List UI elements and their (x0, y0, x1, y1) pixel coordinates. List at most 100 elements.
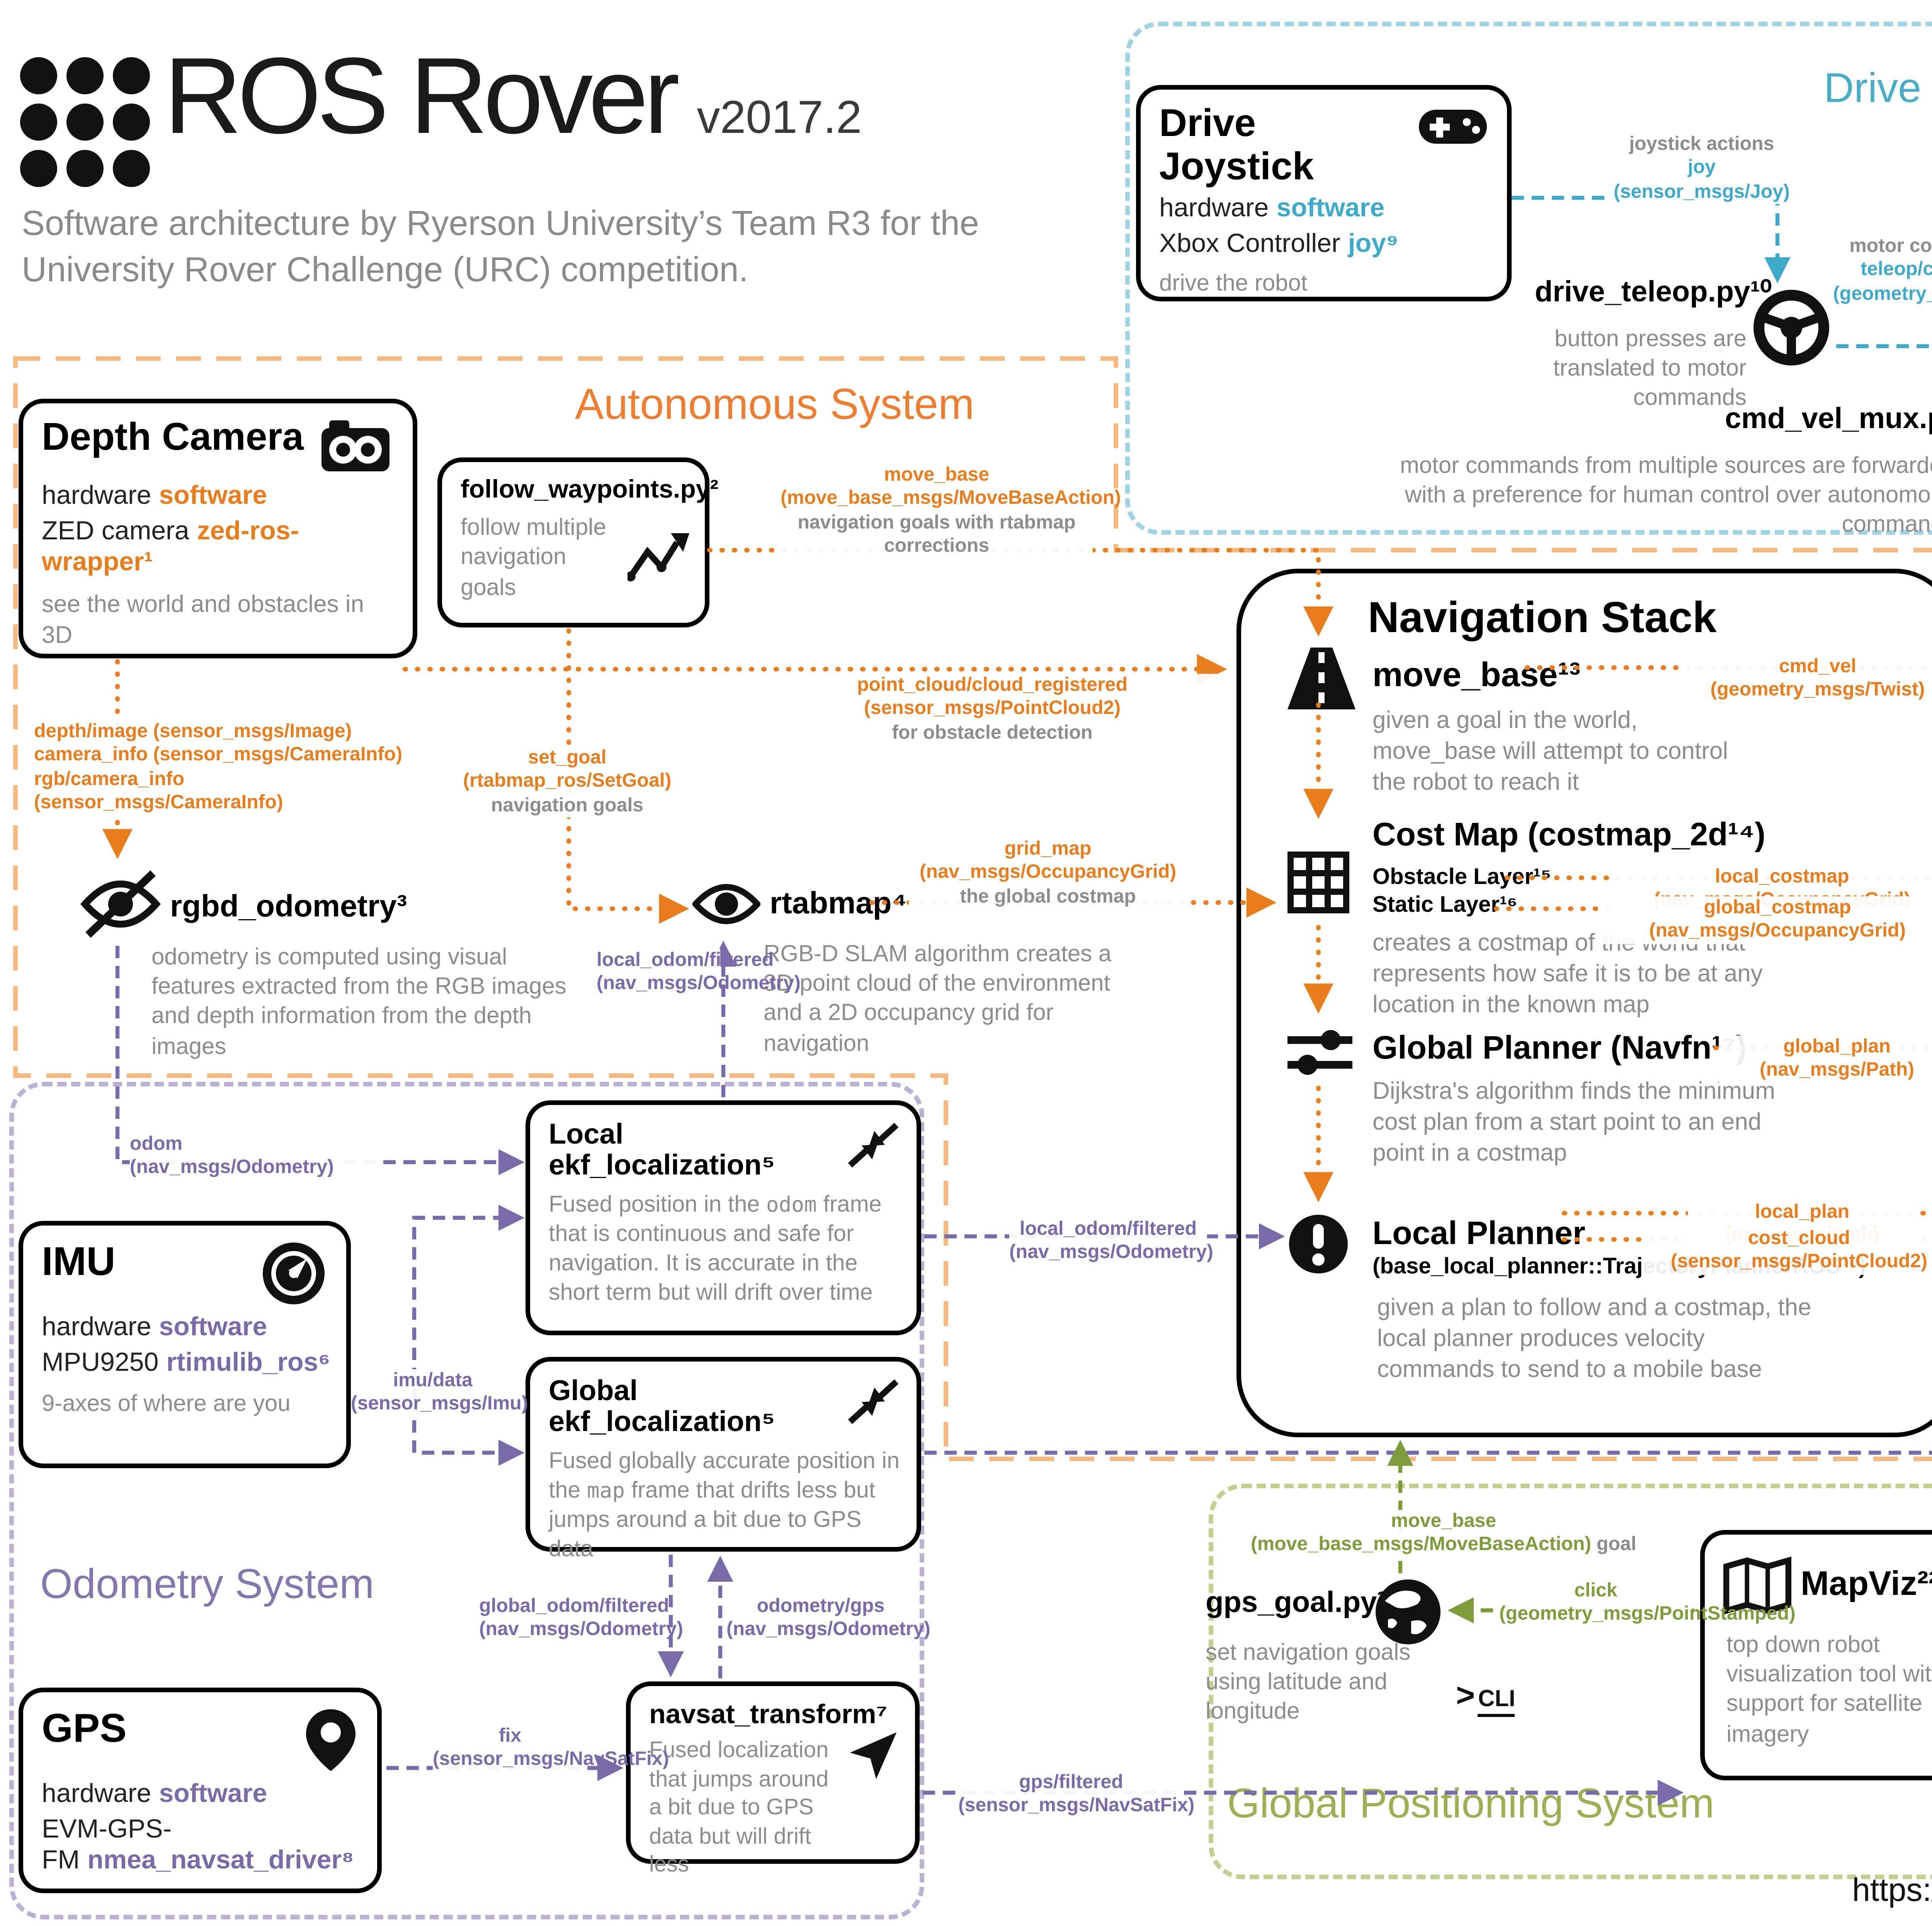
cli-prompt-icon: > CLI (1456, 1678, 1515, 1717)
click-topic-label: click (geometry_msgs/PointStamped) (1499, 1579, 1796, 1627)
waypoints-arrow-icon (626, 530, 689, 583)
cmd-vel-mux-title: cmd_vel_mux.py¹¹ (1725, 403, 1932, 436)
ros-dots-logo-icon (19, 56, 151, 189)
edge-note: motor commands (1849, 235, 1932, 257)
page-title: ROS Rover (164, 36, 680, 156)
section-label-autonomous-system: Autonomous System (575, 380, 975, 428)
global-ekf-node: Global ekf_localization⁵ Fused globally … (526, 1357, 921, 1562)
move-base-goal-topic-label: move_base (move_base_msgs/MoveBaseAction… (1221, 1510, 1666, 1557)
rgbd-odometry-desc: odometry is computed using visual featur… (151, 944, 566, 1060)
edge-topic: grid_map (nav_msgs/OccupancyGrid) (919, 838, 1177, 883)
driver-package-label: rtimulib_ros⁶ (166, 1348, 330, 1377)
point-cloud-topic-label: point_cloud/cloud_registered (sensor_msg… (760, 674, 1224, 745)
obstacle-layer-label: Obstacle Layer¹⁵ (1372, 865, 1551, 890)
edge-note: joystick actions (1629, 133, 1774, 155)
odom-topic-label: odom (nav_msgs/Odometry) (130, 1133, 377, 1180)
navsat-transform-desc: Fused localization that jumps around a b… (649, 1739, 829, 1878)
grid-map-topic-label: grid_map (nav_msgs/OccupancyGrid) the gl… (909, 838, 1187, 908)
local-planner-desc: given a plan to follow and a costmap, th… (1377, 1295, 1811, 1383)
global-costmap-topic-label: global_costmap (nav_msgs/OccupancyGrid) (1600, 896, 1932, 943)
cmd-vel-mux-desc: motor commands from multiple sources are… (1400, 453, 1932, 539)
local-ekf-desc: Fused position in the odom frame that is… (549, 1191, 898, 1308)
sliders-icon (1287, 1025, 1352, 1080)
mapviz-title: MapViz²² (1801, 1564, 1932, 1603)
converging-arrows-icon (845, 1377, 901, 1426)
edge-note: goal (1597, 1533, 1636, 1555)
software-package-label: software (159, 1779, 267, 1808)
drive-teleop-title: drive_teleop.py¹⁰ (1535, 277, 1772, 309)
eye-slash-icon (80, 869, 161, 940)
hardware-label: hardware (42, 1312, 151, 1341)
global-odom-topic-label: global_odom/filtered (nav_msgs/Odometry) (479, 1595, 683, 1642)
navigation-stack-node: Navigation Stack move_base¹³ given a goa… (1236, 569, 1932, 1437)
local-odom-planner-topic-label: local_odom/filtered (nav_msgs/Odometry) (1009, 1218, 1213, 1265)
header: ROS Rover v2017.2 (164, 34, 862, 158)
move-base-title: move_base¹³ (1372, 655, 1581, 694)
stereo-camera-icon (317, 417, 394, 476)
mapviz-node: MapViz²² top down robot visualization to… (1700, 1530, 1932, 1780)
converging-arrows-icon (845, 1120, 901, 1170)
hardware-label: hardware (1159, 193, 1269, 223)
section-drive-system (1125, 22, 1932, 535)
rgbd-odometry-title: rgbd_odometry³ (170, 890, 407, 924)
device-label: MPU9250 (42, 1348, 159, 1377)
driver-package-label: joy⁹ (1348, 229, 1399, 258)
imu-desc: 9-axes of where are you (42, 1391, 291, 1417)
follow-waypoints-desc: follow multiple navigation goals (461, 515, 606, 601)
local-planner-title: Local Planner (1372, 1216, 1585, 1252)
set-goal-topic-label: set_goal (rtabmap_ros/SetGoal) navigatio… (434, 746, 700, 817)
depth-topics-label: depth/image (sensor_msgs/Image) camera_i… (34, 720, 413, 814)
software-package-label: software (1276, 193, 1385, 223)
drive-teleop-desc: button presses are translated to motor c… (1553, 326, 1747, 412)
teleop-cmd-vel-topic-label: motor commands teleop/cmd_vel (geometry_… (1833, 235, 1932, 306)
local-ekf-node: Local ekf_localization⁵ Fused position i… (526, 1100, 921, 1335)
edge-note: navigation goals with rtabmap correction… (798, 511, 1076, 556)
desc-text: Fused position in the (549, 1192, 760, 1217)
github-link[interactable]: https://github.com/danielsnider/ros-rove… (1852, 1873, 1932, 1909)
drive-joystick-desc: drive the robot (1159, 270, 1308, 297)
section-label-global-positioning-system: Global Positioning System (1227, 1780, 1714, 1827)
grid-icon (1287, 852, 1349, 913)
edge-topic: teleop/cmd_vel (geometry_msgs/Twist) (1833, 258, 1932, 304)
edge-note: the global costmap (960, 885, 1136, 906)
depth-camera-title: Depth Camera (42, 416, 304, 459)
desc-text: frame that drifts less but jumps around … (549, 1478, 876, 1562)
edge-topic: move_base (move_base_msgs/MoveBaseAction… (781, 464, 1121, 509)
edge-topic: move_base (move_base_msgs/MoveBaseAction… (1251, 1510, 1592, 1555)
gps-goal-title: gps_goal.py²¹ (1206, 1587, 1397, 1620)
globe-icon (1372, 1576, 1444, 1647)
gps-title: GPS (42, 1705, 127, 1751)
map-frame-label: map (587, 1478, 625, 1503)
cost-map-title: Cost Map (costmap_2d¹⁴) (1372, 818, 1765, 853)
navigation-stack-title: Navigation Stack (1368, 593, 1717, 641)
edge-topic: point_cloud/cloud_registered (sensor_msg… (857, 674, 1128, 719)
edge-note: for obstacle detection (892, 721, 1093, 743)
follow-waypoints-title: follow_waypoints.py² (461, 476, 719, 504)
exclamation-circle-icon (1287, 1213, 1349, 1275)
cli-label: CLI (1478, 1686, 1515, 1717)
odometry-gps-topic-label: odometry/gps (nav_msgs/Odometry) (726, 1595, 930, 1642)
desc-text: Fused globally accurate position in the (549, 1449, 900, 1503)
section-label-drive-system: Drive System (1824, 65, 1932, 111)
static-layer-label: Static Layer¹⁶ (1372, 893, 1517, 918)
global-ekf-desc: Fused globally accurate position in the … (549, 1448, 901, 1565)
map-pin-icon (303, 1706, 359, 1774)
edge-topic: rgb/camera_info (sensor_msgs/CameraInfo) (34, 767, 283, 813)
folded-map-icon (1723, 1556, 1791, 1615)
software-package-label: software (159, 481, 267, 510)
fix-topic-label: fix (sensor_msgs/NavSatFix) (433, 1725, 669, 1772)
location-arrow-icon (847, 1729, 900, 1782)
local-ekf-title: Local ekf_localization⁵ (549, 1117, 775, 1181)
page-subtitle: Software architecture by Ryerson Univers… (22, 204, 979, 289)
rtabmap-desc: RGB-D SLAM algorithm creates a 3D point … (764, 941, 1112, 1057)
cmd-vel-topic-label: cmd_vel (geometry_msgs/Twist) (1682, 655, 1932, 702)
rtabmap-title: rtabmap⁴ (770, 887, 907, 921)
cli-prompt-char: > (1456, 1678, 1475, 1714)
navsat-transform-node: navsat_transform⁷ Fused localization tha… (626, 1681, 920, 1878)
edge-topic: set_goal (rtabmap_ros/SetGoal) (463, 746, 672, 792)
hardware-label: hardware (42, 1779, 151, 1808)
